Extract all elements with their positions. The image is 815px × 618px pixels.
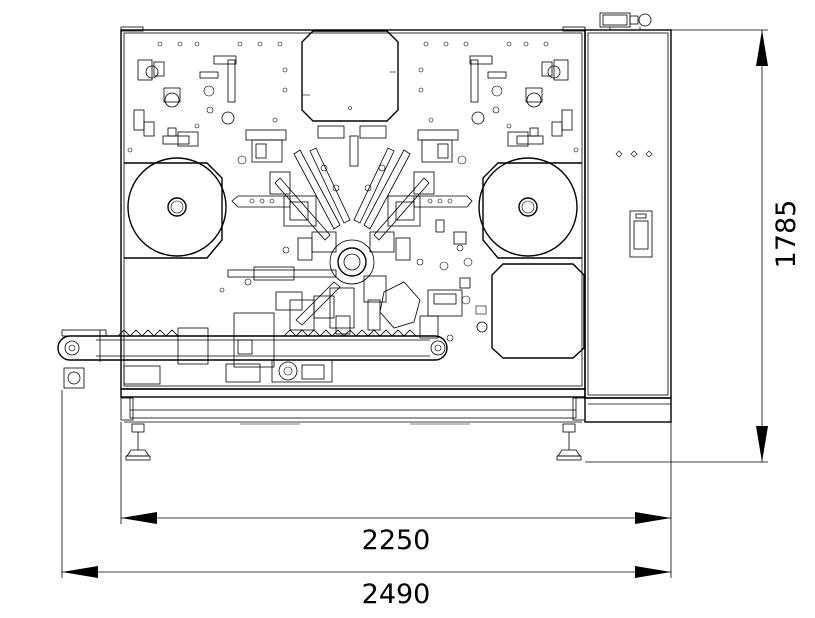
base-frame <box>120 388 586 425</box>
overall-width-dimension-label: 2490 <box>362 579 431 610</box>
upper-right-mechanisms <box>418 41 579 153</box>
central-rotary-assembly <box>219 125 473 342</box>
machine-frame <box>120 26 586 390</box>
left-reel <box>124 157 227 259</box>
inner-width-dimension-label: 2250 <box>362 525 431 556</box>
left-feed-plate <box>231 195 473 208</box>
overall-width-dimension: 2490 <box>61 390 672 610</box>
upper-left-mechanisms <box>127 41 288 153</box>
right-reel <box>478 157 582 259</box>
control-cabinet <box>584 12 672 423</box>
left-leveling-foot <box>125 423 151 461</box>
conveyor <box>57 312 448 389</box>
height-dimension-label: 1785 <box>771 200 802 269</box>
top-octagon-panel <box>301 30 399 122</box>
lower-right-panel <box>475 263 585 359</box>
inner-width-dimension: 2250 <box>120 422 672 556</box>
height-dimension: 1785 <box>585 29 802 463</box>
right-leveling-foot <box>556 423 582 461</box>
